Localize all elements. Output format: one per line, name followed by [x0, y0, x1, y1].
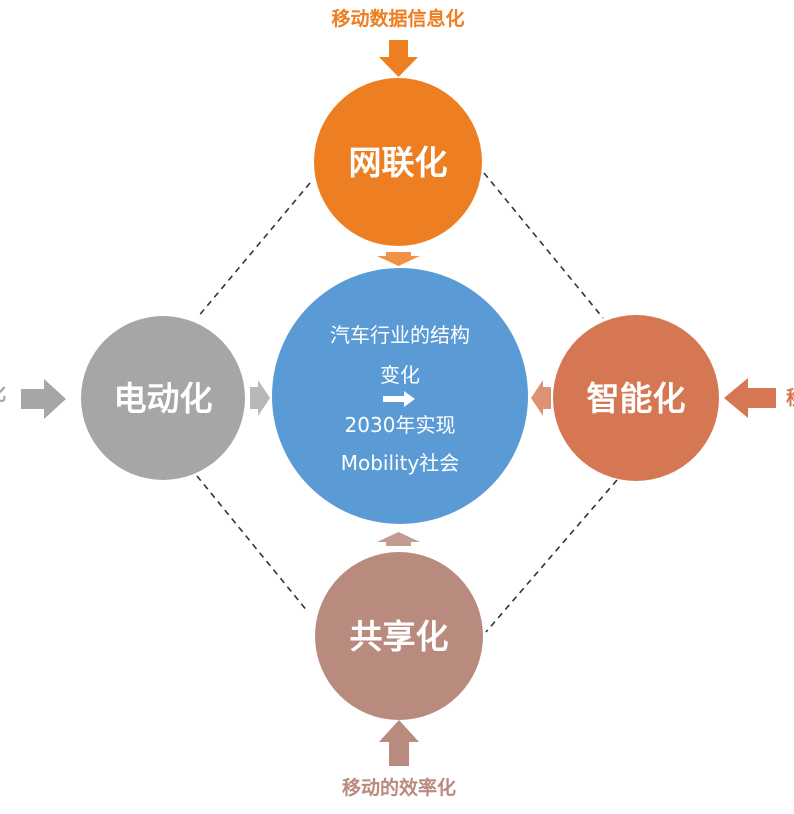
left-input-label: 化	[0, 382, 6, 405]
top-node-label: 网联化	[349, 143, 448, 182]
center-line-4: Mobility社会	[341, 451, 460, 475]
center-line-1: 汽车行业的结构	[330, 323, 470, 347]
right-arrow-icon	[383, 391, 415, 407]
right-input-label: 移	[786, 386, 794, 409]
left-node-label: 电动化	[114, 379, 213, 418]
right-node-circle	[553, 315, 719, 481]
bottom-node-label: 共享化	[350, 617, 449, 656]
center-line-3: 2030年实现	[345, 413, 456, 437]
bottom-to-center-arrow	[377, 532, 420, 546]
connector-top-right	[483, 172, 604, 319]
center-line-2: 变化	[380, 363, 420, 387]
right-input-arrow	[724, 378, 776, 418]
dashed-connectors	[196, 172, 618, 633]
connector-bottom-right	[485, 479, 618, 633]
right-to-center-arrow	[531, 380, 551, 416]
left-to-center-arrow	[250, 380, 270, 416]
left-input-arrow	[21, 379, 66, 419]
connector-bottom-left	[196, 475, 309, 613]
left-node-circle	[81, 316, 245, 480]
top-to-center-arrow	[377, 252, 420, 266]
bottom-input-arrow	[379, 720, 419, 766]
top-node-circle	[314, 78, 482, 246]
top-input-arrow	[379, 40, 418, 77]
top-input-label: 移动数据信息化	[331, 7, 464, 30]
connector-top-left	[196, 182, 311, 319]
bottom-input-label: 移动的效率化	[342, 776, 456, 799]
right-node-label: 智能化	[587, 379, 686, 418]
bottom-node-circle	[315, 552, 483, 720]
